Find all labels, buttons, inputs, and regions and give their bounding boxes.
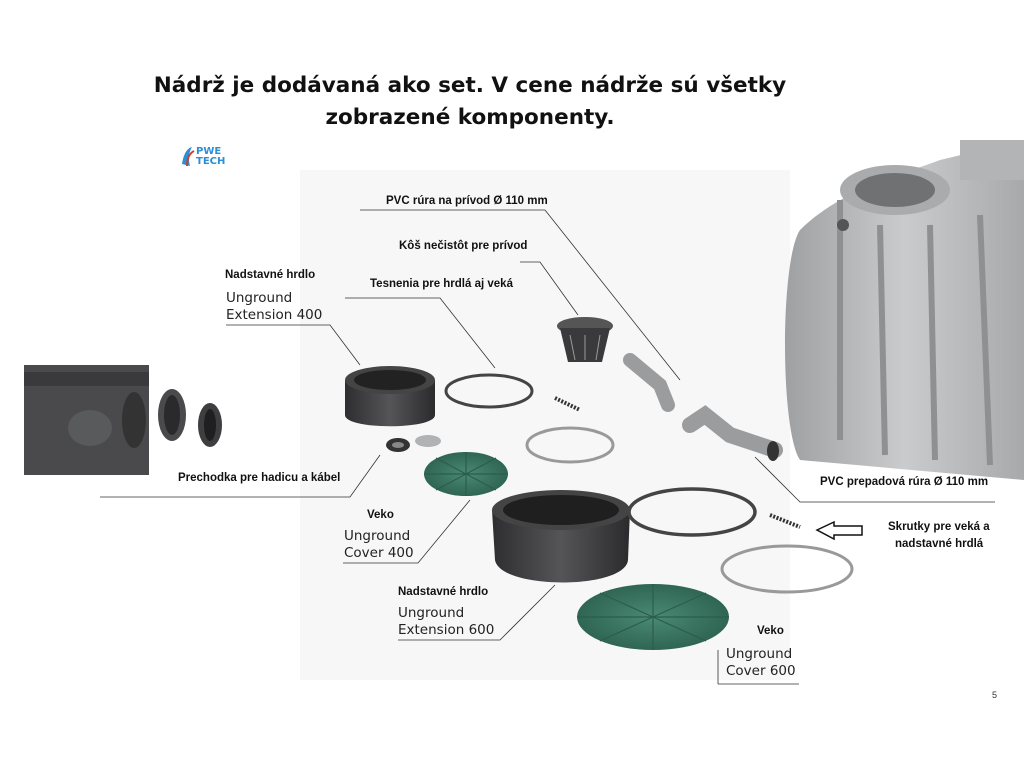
screws-icon xyxy=(554,396,581,412)
tank-image xyxy=(785,140,1024,480)
title-line-1: Nádrž je dodávaná ako set. V cene nádrže… xyxy=(153,73,787,98)
dirt-basket-icon xyxy=(557,317,613,362)
cover-600 xyxy=(577,584,729,650)
label-screws-2: nadstavné hrdlá xyxy=(895,538,984,550)
label-cover400-en2: Cover 400 xyxy=(344,545,414,561)
label-pvc-inlet: PVC rúra na prívod Ø 110 mm xyxy=(386,195,548,207)
pvc-overflow-pipe xyxy=(682,405,783,461)
extension-600-ring xyxy=(492,490,630,583)
seal-ring-3 xyxy=(627,487,757,537)
label-ext400-en2: Extension 400 xyxy=(226,307,323,323)
pvc-inlet-pipe xyxy=(623,353,675,412)
hose-passage-image xyxy=(24,365,222,475)
label-cover600-sk: Veko xyxy=(757,625,784,637)
page-number: 5 xyxy=(991,690,997,700)
label-cover600-en1: Unground xyxy=(726,646,793,662)
label-cover400-sk: Veko xyxy=(367,509,394,521)
label-ext600-en1: Unground xyxy=(398,605,465,621)
logo-text-tech: TECH xyxy=(196,156,226,167)
label-screws-1: Skrutky pre veká a xyxy=(888,521,990,533)
label-cover600-en2: Cover 600 xyxy=(726,663,796,679)
arrow-icon xyxy=(815,520,863,541)
label-ext600-en2: Extension 600 xyxy=(398,622,495,638)
seal-ring-2 xyxy=(525,426,615,464)
small-grommets xyxy=(386,435,441,452)
seal-ring-1 xyxy=(444,373,534,409)
label-ext600-sk: Nadstavné hrdlo xyxy=(398,586,489,598)
page-title: Nádrž je dodávaná ako set. V cene nádrže… xyxy=(0,70,940,134)
label-pvc-overflow: PVC prepadová rúra Ø 110 mm xyxy=(820,476,989,488)
cover-400 xyxy=(424,452,508,496)
label-seals: Tesnenia pre hrdlá aj veká xyxy=(370,278,513,290)
label-hose-passage: Prechodka pre hadicu a kábel xyxy=(178,472,341,484)
logo-text-pwe: PWE xyxy=(196,146,222,157)
title-line-2: zobrazené komponenty. xyxy=(325,105,615,130)
screws-icon-2 xyxy=(769,513,801,529)
extension-400-ring xyxy=(345,366,435,427)
leader-lines xyxy=(100,209,995,685)
label-cover400-en1: Unground xyxy=(344,528,411,544)
label-ext400-sk: Nadstavné hrdlo xyxy=(225,269,316,281)
pwe-tech-logo-icon xyxy=(182,147,195,167)
seal-ring-4 xyxy=(720,544,854,594)
label-dirt-basket: Kôš nečistôt pre prívod xyxy=(399,240,528,252)
label-ext400-en1: Unground xyxy=(226,290,293,306)
